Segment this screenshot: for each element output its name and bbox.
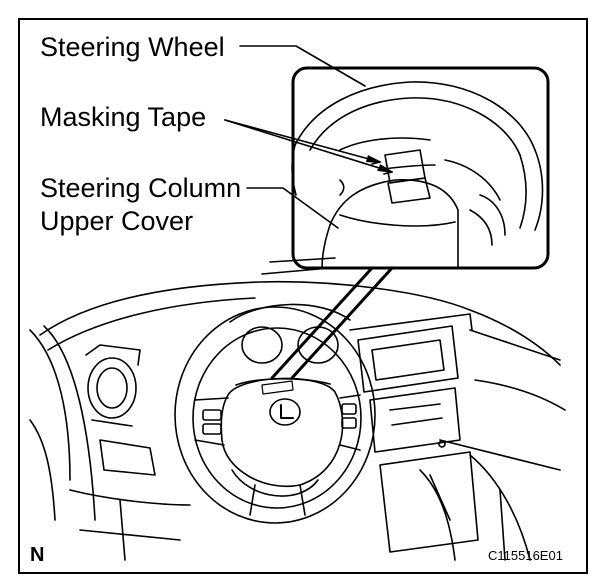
label-steering-wheel: Steering Wheel [40,32,225,62]
steering-wheel-detail [291,81,544,269]
arrowhead-icon [366,155,380,163]
dashboard-drawing [29,257,566,561]
illustration-frame [18,18,588,574]
label-masking-tape: Masking Tape [40,102,207,132]
steering-wheel-overview [174,306,376,524]
figure-code: C115516E01 [488,548,563,563]
label-column-cover-line2: Upper Cover [40,206,194,236]
lexus-emblem-icon [269,398,301,426]
label-column-cover-line1: Steering Column [40,173,242,203]
orientation-mark: N [30,544,45,566]
arrowhead-icon [378,164,392,173]
leader-lines [224,45,393,229]
